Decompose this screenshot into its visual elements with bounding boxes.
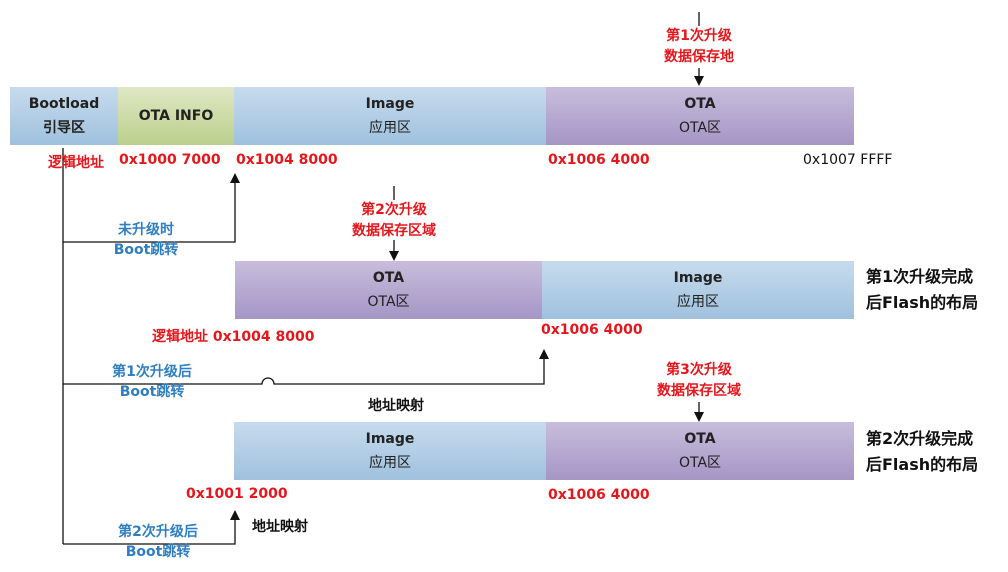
layout-label-first-upgrade-line2: 后Flash的布局 [866, 293, 979, 312]
save-area-note-2-line1: 第2次升级 [361, 202, 427, 218]
address-1004-8000: 0x1004 8000 [236, 152, 338, 168]
ota-block-row2: OTA OTA区 [235, 261, 542, 319]
address-1006-4000-row3: 0x1006 4000 [548, 487, 650, 503]
jump-label-not-upgraded-line2: Boot跳转 [113, 242, 179, 258]
bootload-block: Bootload 引导区 [10, 87, 118, 145]
jump-arrow-not-upgraded [63, 173, 240, 243]
image-subtitle-row3: 应用区 [369, 455, 411, 471]
save-area-note-1-line1: 第1次升级 [666, 28, 732, 44]
ota-title: OTA [684, 96, 716, 112]
image-subtitle-row2: 应用区 [677, 294, 719, 310]
address-1006-4000-row1: 0x1006 4000 [548, 152, 650, 168]
jump-label-first-upgrade-line1: 第1次升级后 [112, 364, 192, 380]
save-area-note-2-line2: 数据保存区域 [352, 223, 436, 239]
layout-label-first-upgrade-line1: 第1次升级完成 [866, 267, 974, 286]
jump-arrow-first-upgrade [63, 349, 549, 385]
image-title: Image [365, 96, 415, 112]
ota-title-row2: OTA [372, 270, 405, 286]
logical-address-row2: 逻辑地址 0x1004 8000 [152, 329, 315, 345]
address-mapping-label-2: 地址映射 [252, 519, 308, 535]
image-block-row1: Image 应用区 [234, 87, 546, 145]
image-title-row2: Image [673, 270, 723, 286]
ota-subtitle-row3: OTA区 [678, 455, 722, 471]
address-mapping-label-1: 地址映射 [368, 398, 424, 414]
layout-label-second-upgrade: 第2次升级完成 后Flash的布局 [866, 426, 1006, 478]
address-1001-2000: 0x1001 2000 [186, 486, 288, 502]
jump-label-second-upgrade-line1: 第2次升级后 [118, 524, 198, 540]
image-subtitle: 应用区 [369, 120, 411, 136]
layout-label-second-upgrade-line1: 第2次升级完成 [866, 429, 974, 448]
save-area-note-3-line2: 数据保存区域 [657, 383, 741, 399]
ota-block-row3: OTA OTA区 [546, 422, 854, 480]
jump-label-not-upgraded: 未升级时 Boot跳转 [96, 220, 196, 260]
logical-address-label-row1: 逻辑地址 [48, 155, 104, 171]
address-1000-7000: 0x1000 7000 [119, 152, 221, 168]
save-area-note-1-line2: 数据保存地 [664, 49, 734, 65]
save-area-note-3: 第3次升级 数据保存区域 [627, 360, 771, 402]
ota-block-row1: OTA OTA区 [546, 87, 854, 145]
bootload-subtitle: 引导区 [43, 120, 85, 136]
jump-label-second-upgrade: 第2次升级后 Boot跳转 [98, 522, 218, 562]
ota-info-block: OTA INFO [118, 87, 234, 145]
ota-subtitle-row2: OTA区 [367, 294, 410, 310]
jump-label-first-upgrade-line2: Boot跳转 [119, 384, 185, 400]
bootload-title: Bootload [28, 96, 100, 112]
ota-subtitle: OTA区 [678, 120, 722, 136]
ota-info-title: OTA INFO [138, 108, 214, 124]
jump-arrow-second-upgrade [63, 510, 240, 545]
ota-title-row3: OTA [684, 431, 716, 447]
layout-label-first-upgrade: 第1次升级完成 后Flash的布局 [866, 264, 1006, 316]
address-1007-ffff: 0x1007 FFFF [803, 152, 893, 168]
image-block-row3: Image 应用区 [234, 422, 546, 480]
address-1006-4000-row2: 0x1006 4000 [541, 322, 643, 338]
save-area-note-3-line1: 第3次升级 [666, 362, 732, 378]
jump-label-first-upgrade: 第1次升级后 Boot跳转 [92, 362, 212, 402]
jump-label-second-upgrade-line2: Boot跳转 [125, 544, 191, 560]
save-area-note-2: 第2次升级 数据保存区域 [322, 200, 466, 242]
jump-label-not-upgraded-line1: 未升级时 [118, 222, 174, 238]
image-title-row3: Image [365, 431, 415, 447]
save-area-note-1: 第1次升级 数据保存地 [640, 26, 758, 68]
layout-label-second-upgrade-line2: 后Flash的布局 [866, 455, 979, 474]
image-block-row2: Image 应用区 [542, 261, 854, 319]
